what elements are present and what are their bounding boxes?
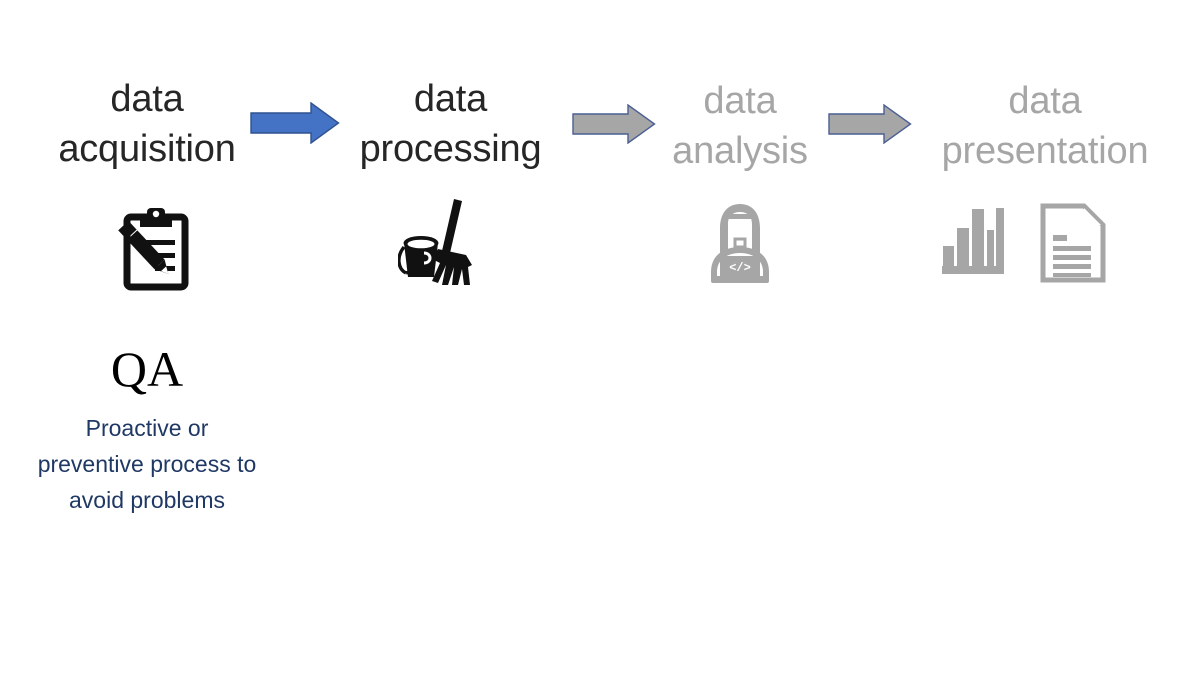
arrow-acquisition-to-processing-icon [250, 102, 340, 144]
stage-label-data-acquisition: data acquisition [58, 78, 236, 170]
stage-label-data-presentation: data presentation [941, 80, 1149, 172]
analyst-laptop-icon: </> [703, 202, 777, 286]
bar-chart-icon [940, 206, 1006, 278]
bucket-broom-icon [398, 195, 488, 293]
arrow-processing-to-analysis-icon [572, 104, 656, 144]
stage-label-data-processing: data processing [359, 78, 542, 170]
clipboard-pencil-icon [105, 203, 197, 295]
qa-title: QA [110, 341, 184, 397]
svg-text:</>: </> [729, 261, 751, 275]
stage-label-data-analysis: data analysis [672, 80, 808, 172]
arrow-analysis-to-presentation-icon [828, 104, 912, 144]
qa-description: Proactive or preventive process to avoid… [37, 415, 257, 513]
document-icon [1040, 203, 1106, 283]
